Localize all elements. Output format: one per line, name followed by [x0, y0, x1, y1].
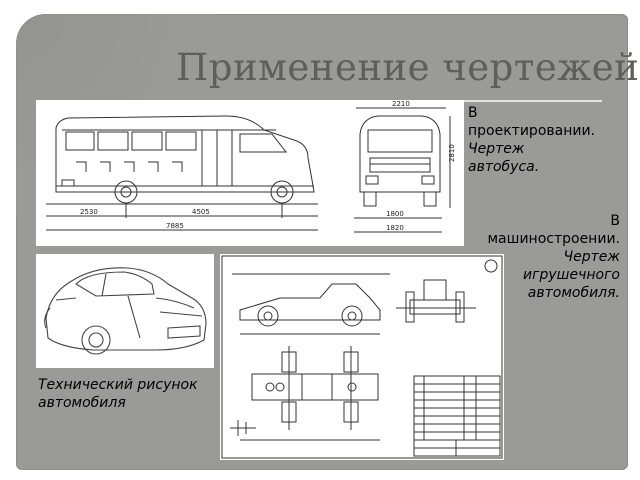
bus-dim-4505: 4505	[192, 208, 210, 216]
car-caption: Технический рисунок автомобиля	[38, 376, 218, 412]
bus-drawing-svg: 2530 4505 7885 2210 1800 1820 2810	[36, 100, 464, 246]
bus-caption-line-3: Чертеж	[468, 141, 525, 157]
toy-caption-line-5: автомобиля.	[527, 285, 620, 301]
car-caption-line-2: автомобиля	[38, 395, 126, 411]
bus-drawing-image: 2530 4505 7885 2210 1800 1820 2810	[36, 100, 464, 246]
bus-caption-line-2: проектировании.	[468, 123, 596, 139]
toy-caption-line-1: В	[610, 213, 620, 229]
bus-dim-2530: 2530	[80, 208, 98, 216]
car-sketch-svg	[36, 254, 214, 368]
slide-title: Применение чертежей	[176, 46, 640, 89]
car-sketch-image	[36, 254, 214, 368]
toy-caption-line-3: Чертеж	[563, 249, 620, 265]
bus-dim-1800: 1800	[386, 210, 404, 218]
toy-caption-line-4: игрушечного	[523, 267, 620, 283]
toy-caption: В машиностроении. Чертеж игрушечного авт…	[466, 212, 621, 302]
bus-caption: В проектировании. Чертеж автобуса.	[468, 104, 618, 176]
bus-dim-2810: 2810	[448, 144, 456, 162]
bus-dim-2210: 2210	[392, 100, 410, 108]
toy-car-drawing-image	[220, 254, 504, 460]
toy-caption-line-2: машиностроении.	[487, 231, 621, 247]
bus-caption-line-1: В	[468, 105, 478, 121]
bus-dim-1820: 1820	[386, 224, 404, 232]
bus-caption-line-4: автобуса.	[468, 159, 540, 175]
bus-dim-7885: 7885	[166, 222, 184, 230]
toy-car-drawing-svg	[220, 254, 504, 460]
car-caption-line-1: Технический рисунок	[38, 377, 198, 393]
